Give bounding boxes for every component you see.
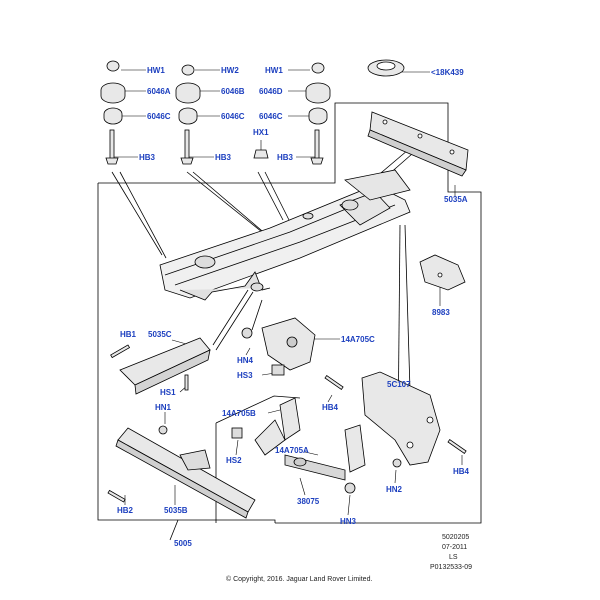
- callout-6046a: 6046A: [147, 87, 171, 96]
- callout-hn4: HN4: [237, 356, 254, 365]
- mount-14a705c: [241, 317, 316, 376]
- drawing-date: 07-2011: [442, 544, 468, 551]
- callout-5035a: 5035A: [444, 195, 468, 204]
- copyright-notice: © Copyright, 2016. Jaguar Land Rover Lim…: [226, 576, 373, 583]
- callout-8983: 8983: [432, 308, 450, 317]
- drawing-number: 5020205: [442, 534, 470, 541]
- callout-hs3: HS3: [237, 371, 253, 380]
- callout-5035b: 5035B: [164, 506, 188, 515]
- crossmember-5035b: [107, 425, 256, 519]
- callout-hn2: HN2: [386, 485, 403, 494]
- callout-5c107: 5C107: [387, 380, 411, 389]
- callout-14a705c: 14A705C: [341, 335, 375, 344]
- callout-5035c: 5035C: [148, 330, 172, 339]
- callout-hb3-left: HB3: [139, 153, 156, 162]
- main-outline: [97, 183, 276, 523]
- bracket-5035c: [110, 337, 211, 395]
- crossmember-5035a: [367, 111, 469, 177]
- chassis-frame: [159, 169, 411, 301]
- callout-6046b: 6046B: [221, 87, 245, 96]
- callout-6046c-middle: 6046C: [221, 112, 245, 121]
- callout-hb3-middle: HB3: [215, 153, 232, 162]
- callout-hw1-right: HW1: [265, 66, 283, 75]
- callout-hw2: HW2: [221, 66, 239, 75]
- callout-6046d: 6046D: [259, 87, 283, 96]
- callout-hn3: HN3: [340, 517, 357, 526]
- callout-38075: 38075: [297, 497, 320, 506]
- callout-14a705b: 14A705B: [222, 409, 256, 418]
- callout-hb4-right: HB4: [453, 467, 470, 476]
- callout-hb1: HB1: [120, 330, 137, 339]
- brackets-14a705: [231, 397, 366, 494]
- bracket-8983: [419, 254, 466, 291]
- drawing-reference: P0132533-09: [430, 564, 473, 571]
- callout-6046c-right: 6046C: [259, 112, 283, 121]
- bracket-5c107: [324, 371, 467, 468]
- callout-hb2: HB2: [117, 506, 134, 515]
- drawing-model-code: LS: [449, 554, 458, 561]
- callout-hs2: HS2: [226, 456, 242, 465]
- callout-hs1: HS1: [160, 388, 176, 397]
- callout-6046c-left: 6046C: [147, 112, 171, 121]
- callout-5005: 5005: [174, 539, 192, 548]
- callout-18k439: <18K439: [431, 68, 464, 77]
- callout-hw1-left: HW1: [147, 66, 165, 75]
- callout-hx1: HX1: [253, 128, 269, 137]
- callout-hb4-top: HB4: [322, 403, 339, 412]
- callout-hb3-right: HB3: [277, 153, 294, 162]
- callout-14a705a: 14A705A: [275, 446, 309, 455]
- callout-hn1: HN1: [155, 403, 172, 412]
